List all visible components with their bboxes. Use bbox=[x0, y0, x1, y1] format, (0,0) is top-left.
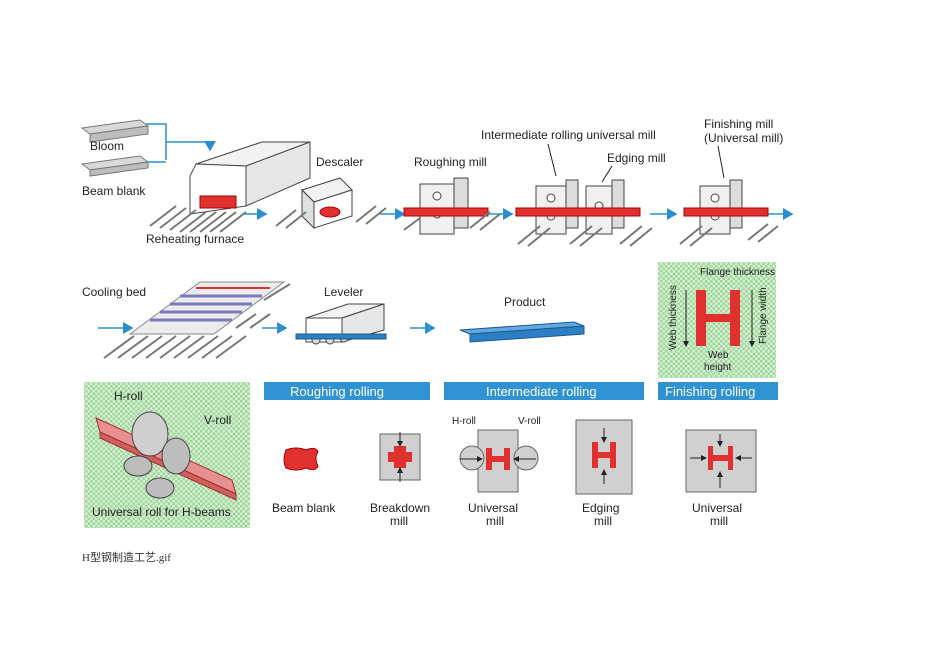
intermediate-band bbox=[444, 382, 644, 400]
leader-line bbox=[547, 143, 557, 177]
web-thickness-label: Web thickness bbox=[668, 285, 679, 350]
breakdown-label-2: mill bbox=[390, 514, 408, 528]
universal-f-label-2: mill bbox=[710, 514, 728, 528]
finishing-band-label: Finishing rolling bbox=[665, 384, 755, 399]
h-roll-small-label: H-roll bbox=[452, 416, 476, 427]
h-roll-label: H-roll bbox=[114, 389, 143, 403]
intermediate-and-edging-mills bbox=[515, 179, 653, 247]
leveler-label: Leveler bbox=[324, 285, 363, 299]
universal-roll-label: Universal roll for H-beams bbox=[92, 505, 231, 519]
feed-line bbox=[146, 123, 210, 163]
finishing-mill-label: Finishing mill bbox=[704, 117, 773, 131]
reheating-furnace bbox=[149, 141, 311, 233]
flange-thickness-label: Flange thickness bbox=[700, 267, 775, 278]
universal-roll-box bbox=[84, 382, 250, 528]
image-caption: H型钢制造工艺.gif bbox=[82, 552, 171, 564]
web-height-label-2: height bbox=[704, 362, 731, 373]
edging-mill-shape bbox=[575, 419, 633, 495]
intermediate-mill-label: Intermediate rolling universal mill bbox=[481, 128, 656, 142]
v-roll-label: V-roll bbox=[204, 413, 231, 427]
product-label: Product bbox=[504, 295, 546, 309]
beam-blank-slab bbox=[80, 155, 150, 177]
finishing-universal-shape bbox=[685, 429, 757, 493]
bloom-label: Bloom bbox=[90, 139, 124, 153]
edging-label-1: Edging bbox=[582, 501, 619, 515]
leader-line bbox=[717, 145, 725, 179]
beam-blank-shape bbox=[283, 447, 319, 471]
universal-label-2: mill bbox=[486, 514, 504, 528]
leveler bbox=[295, 303, 387, 345]
edging-mill-label: Edging mill bbox=[607, 151, 666, 165]
bloom-slab bbox=[80, 119, 150, 143]
beam-blank-label: Beam blank bbox=[82, 184, 146, 198]
reheating-furnace-label: Reheating furnace bbox=[146, 232, 244, 246]
roughing-band-label: Roughing rolling bbox=[290, 384, 384, 399]
flange-width-label: Flange width bbox=[758, 287, 769, 344]
breakdown-mill-shape bbox=[379, 432, 421, 482]
universal-label-1: Universal bbox=[468, 501, 518, 515]
finishing-mill bbox=[679, 179, 779, 247]
roughing-mill bbox=[403, 177, 501, 235]
cooling-bed bbox=[103, 281, 291, 359]
web-height-label-1: Web bbox=[708, 350, 729, 361]
cooling-bed-label: Cooling bed bbox=[82, 285, 146, 299]
h-section-dimension-box bbox=[658, 262, 776, 378]
roughing-band bbox=[264, 382, 430, 400]
edging-label-2: mill bbox=[594, 514, 612, 528]
v-roll-small-label: V-roll bbox=[518, 416, 541, 427]
universal-f-label-1: Universal bbox=[692, 501, 742, 515]
descaler-label: Descaler bbox=[316, 155, 363, 169]
finishing-mill-sub-label: (Universal mill) bbox=[704, 131, 783, 145]
descaler bbox=[275, 177, 387, 230]
finishing-band bbox=[658, 382, 778, 400]
stage-beam-blank-label: Beam blank bbox=[272, 501, 336, 515]
product-beam bbox=[459, 321, 585, 343]
leader-line bbox=[601, 165, 613, 183]
intermediate-universal-shape bbox=[459, 429, 539, 493]
intermediate-band-label: Intermediate rolling bbox=[486, 384, 597, 399]
breakdown-label-1: Breakdown bbox=[370, 501, 430, 515]
roughing-mill-label: Roughing mill bbox=[414, 155, 487, 169]
